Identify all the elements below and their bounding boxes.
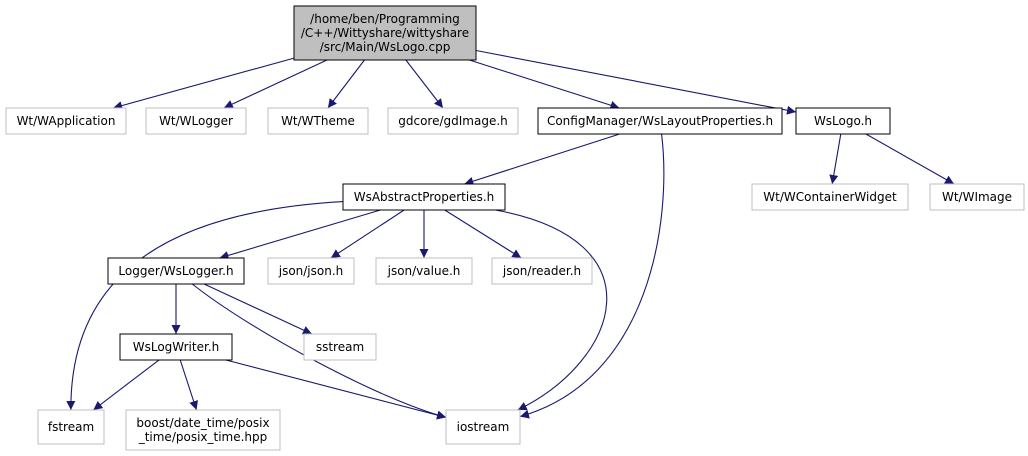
- node-wlogger: Wt/WLogger: [145, 107, 247, 135]
- node-label: boost/date_time/posix: [136, 416, 269, 430]
- node-box: [119, 333, 233, 361]
- node-box: [125, 409, 281, 451]
- edge-wslogo-to-wcontainer: [829, 133, 842, 185]
- node-label: /C++/Wittyshare/wittyshare: [301, 26, 469, 40]
- node-posixtime: boost/date_time/posix_time/posix_time.hp…: [125, 409, 281, 451]
- node-label: _time/posix_time.hpp: [138, 430, 268, 444]
- node-jsonvalue: json/value.h: [375, 257, 473, 285]
- node-label: WsAbstractProperties.h: [354, 190, 495, 204]
- node-gdimage: gdcore/gdImage.h: [387, 107, 519, 135]
- node-box: [107, 257, 245, 285]
- node-wtheme: Wt/WTheme: [267, 107, 369, 135]
- node-iostream: iostream: [445, 409, 521, 445]
- node-label: /src/Main/WsLogo.cpp: [320, 40, 451, 54]
- node-label: json/json.h: [278, 264, 344, 278]
- node-logwriter[interactable]: WsLogWriter.h: [119, 333, 233, 361]
- node-label: Wt/WApplication: [17, 114, 116, 128]
- node-box: [537, 107, 783, 135]
- node-box: [293, 5, 477, 61]
- node-label: WsLogWriter.h: [133, 340, 219, 354]
- node-label: iostream: [457, 420, 510, 434]
- edges-layer: [66, 49, 955, 420]
- node-box: [795, 107, 891, 135]
- node-label: /home/ben/Programming: [310, 12, 460, 26]
- node-label: Wt/WImage: [942, 190, 1012, 204]
- node-jsonreader: json/reader.h: [491, 257, 593, 285]
- edge-root-to-wlogger: [223, 59, 328, 109]
- node-wslogo[interactable]: WsLogo.h: [795, 107, 891, 135]
- node-label: Logger/WsLogger.h: [118, 264, 233, 278]
- node-layoutprops[interactable]: ConfigManager/WsLayoutProperties.h: [537, 107, 783, 135]
- node-box: [387, 107, 519, 135]
- node-label: ConfigManager/WsLayoutProperties.h: [547, 114, 773, 128]
- edge-root-to-wapplication: [112, 57, 295, 110]
- node-root[interactable]: /home/ben/Programming/C++/Wittyshare/wit…: [293, 5, 477, 61]
- node-label: sstream: [316, 340, 364, 354]
- node-fstream: fstream: [37, 409, 105, 445]
- node-wcontainer: Wt/WContainerWidget: [751, 183, 909, 211]
- node-box: [445, 409, 521, 445]
- node-box: [303, 333, 377, 361]
- node-label: Wt/WContainerWidget: [763, 190, 897, 204]
- node-label: fstream: [48, 420, 94, 434]
- edge-loggerws-to-sstream: [203, 283, 313, 335]
- node-box: [267, 257, 355, 285]
- node-box: [5, 107, 127, 135]
- edge-abstractprops-to-loggerws: [219, 209, 381, 260]
- edge-logwriter-to-fstream: [92, 359, 160, 411]
- edge-root-to-wtheme: [327, 59, 365, 109]
- edge-abstractprops-to-jsonjson: [330, 209, 405, 259]
- edge-layoutprops-to-iostream: [519, 133, 665, 419]
- node-box: [929, 183, 1025, 211]
- node-label: json/reader.h: [502, 264, 581, 278]
- node-box: [37, 409, 105, 445]
- node-label: WsLogo.h: [814, 114, 872, 128]
- node-label: gdcore/gdImage.h: [398, 114, 508, 128]
- edge-loggerws-to-iostream: [191, 283, 447, 420]
- node-box: [491, 257, 593, 285]
- node-abstractprops[interactable]: WsAbstractProperties.h: [342, 183, 506, 211]
- edge-root-to-wslogo: [475, 49, 797, 115]
- node-box: [375, 257, 473, 285]
- nodes-layer: /home/ben/Programming/C++/Wittyshare/wit…: [5, 5, 1025, 451]
- node-loggerws[interactable]: Logger/WsLogger.h: [107, 257, 245, 285]
- node-box: [342, 183, 506, 211]
- edge-abstractprops-to-iostream: [495, 209, 608, 411]
- edge-layoutprops-to-abstractprops: [464, 133, 620, 186]
- node-box: [267, 107, 369, 135]
- node-label: json/value.h: [387, 264, 461, 278]
- edge-abstractprops-to-jsonreader: [444, 209, 522, 259]
- node-box: [145, 107, 247, 135]
- edge-root-to-layoutprops: [469, 59, 620, 110]
- node-box: [751, 183, 909, 211]
- node-jsonjson: json/json.h: [267, 257, 355, 285]
- node-label: Wt/WTheme: [281, 114, 355, 128]
- edge-logwriter-to-posixtime: [179, 359, 198, 411]
- edge-wslogo-to-wimage: [865, 133, 955, 185]
- node-label: Wt/WLogger: [159, 114, 233, 128]
- node-wimage: Wt/WImage: [929, 183, 1025, 211]
- edge-logwriter-to-iostream: [225, 359, 447, 420]
- node-wapplication: Wt/WApplication: [5, 107, 127, 135]
- node-sstream: sstream: [303, 333, 377, 361]
- edge-root-to-gdimage: [405, 59, 444, 109]
